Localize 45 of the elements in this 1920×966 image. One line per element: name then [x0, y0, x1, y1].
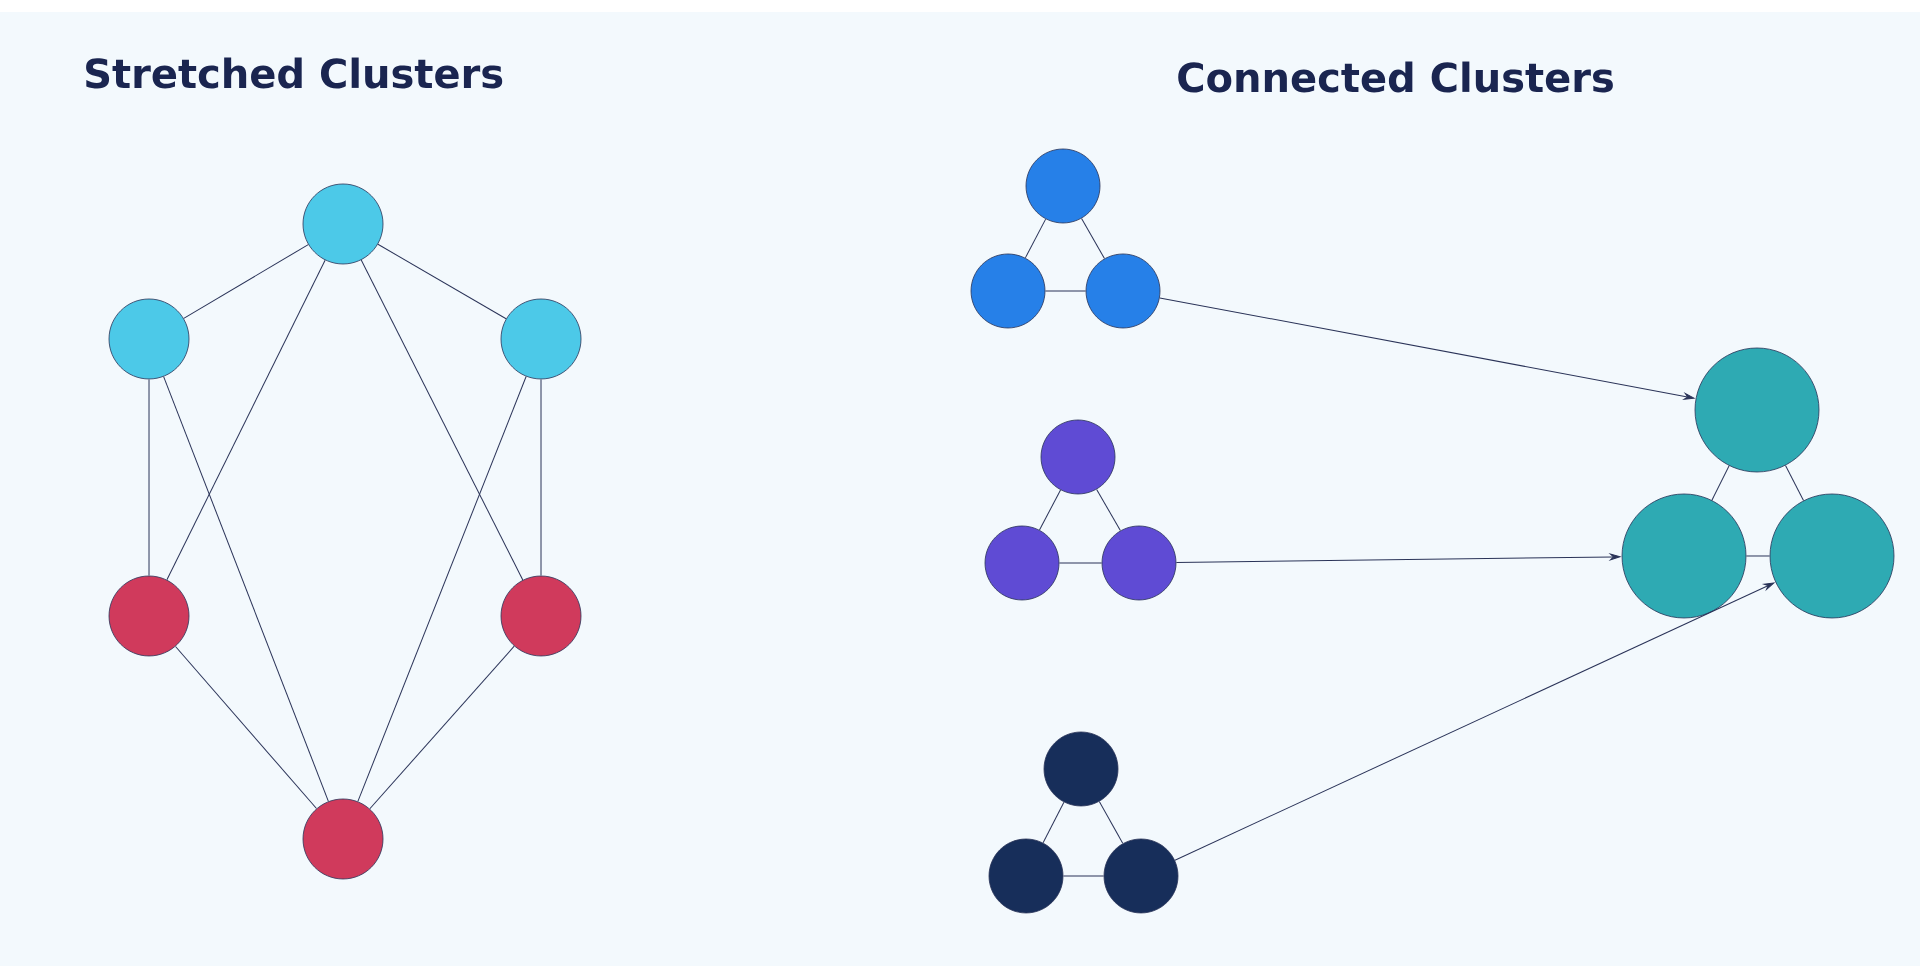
connector-line: [357, 376, 527, 802]
circle-node: [108, 298, 190, 380]
circle-node: [500, 298, 582, 380]
connector-line: [369, 645, 515, 810]
circle-node: [1769, 493, 1895, 619]
circle-node: [970, 253, 1046, 329]
connector-line: [377, 243, 507, 320]
connector-line: [183, 244, 309, 319]
circle-node: [988, 838, 1064, 914]
connector-line: [1081, 217, 1105, 259]
circle-node: [1025, 148, 1101, 224]
arrow: [1175, 553, 1621, 563]
connector-line: [1042, 801, 1065, 844]
connector-line: [1096, 488, 1121, 532]
connector-line: [166, 259, 326, 581]
connector-line: [360, 259, 524, 581]
connector-line: [148, 378, 150, 577]
connector-line: [163, 376, 329, 802]
connector-line: [1039, 489, 1062, 531]
heading: Stretched Clusters: [86, 57, 503, 89]
circle-node: [1694, 347, 1820, 473]
connector-line: [1785, 465, 1804, 501]
connector-line: [1024, 218, 1047, 259]
connector-line: [540, 378, 542, 577]
connector-line: [1745, 555, 1771, 557]
connector-line: [1062, 875, 1105, 877]
connector-line: [1711, 465, 1730, 501]
circle-node: [1043, 731, 1119, 807]
circle-node: [302, 798, 384, 880]
circle-node: [1085, 253, 1161, 329]
circle-node: [1101, 525, 1177, 601]
heading: Connected Clusters: [1178, 61, 1613, 93]
circle-node: [108, 575, 190, 657]
connector-line: [1058, 562, 1103, 564]
arrow: [1174, 582, 1775, 861]
arrow: [1159, 297, 1695, 400]
circle-node: [302, 183, 384, 265]
connector-line: [1098, 801, 1124, 844]
circle-node: [984, 525, 1060, 601]
circle-node: [1040, 419, 1116, 495]
circle-node: [500, 575, 582, 657]
connector-line: [1044, 290, 1087, 292]
circle-node: [1103, 838, 1179, 914]
circle-node: [1621, 493, 1747, 619]
connector-line: [175, 645, 317, 809]
